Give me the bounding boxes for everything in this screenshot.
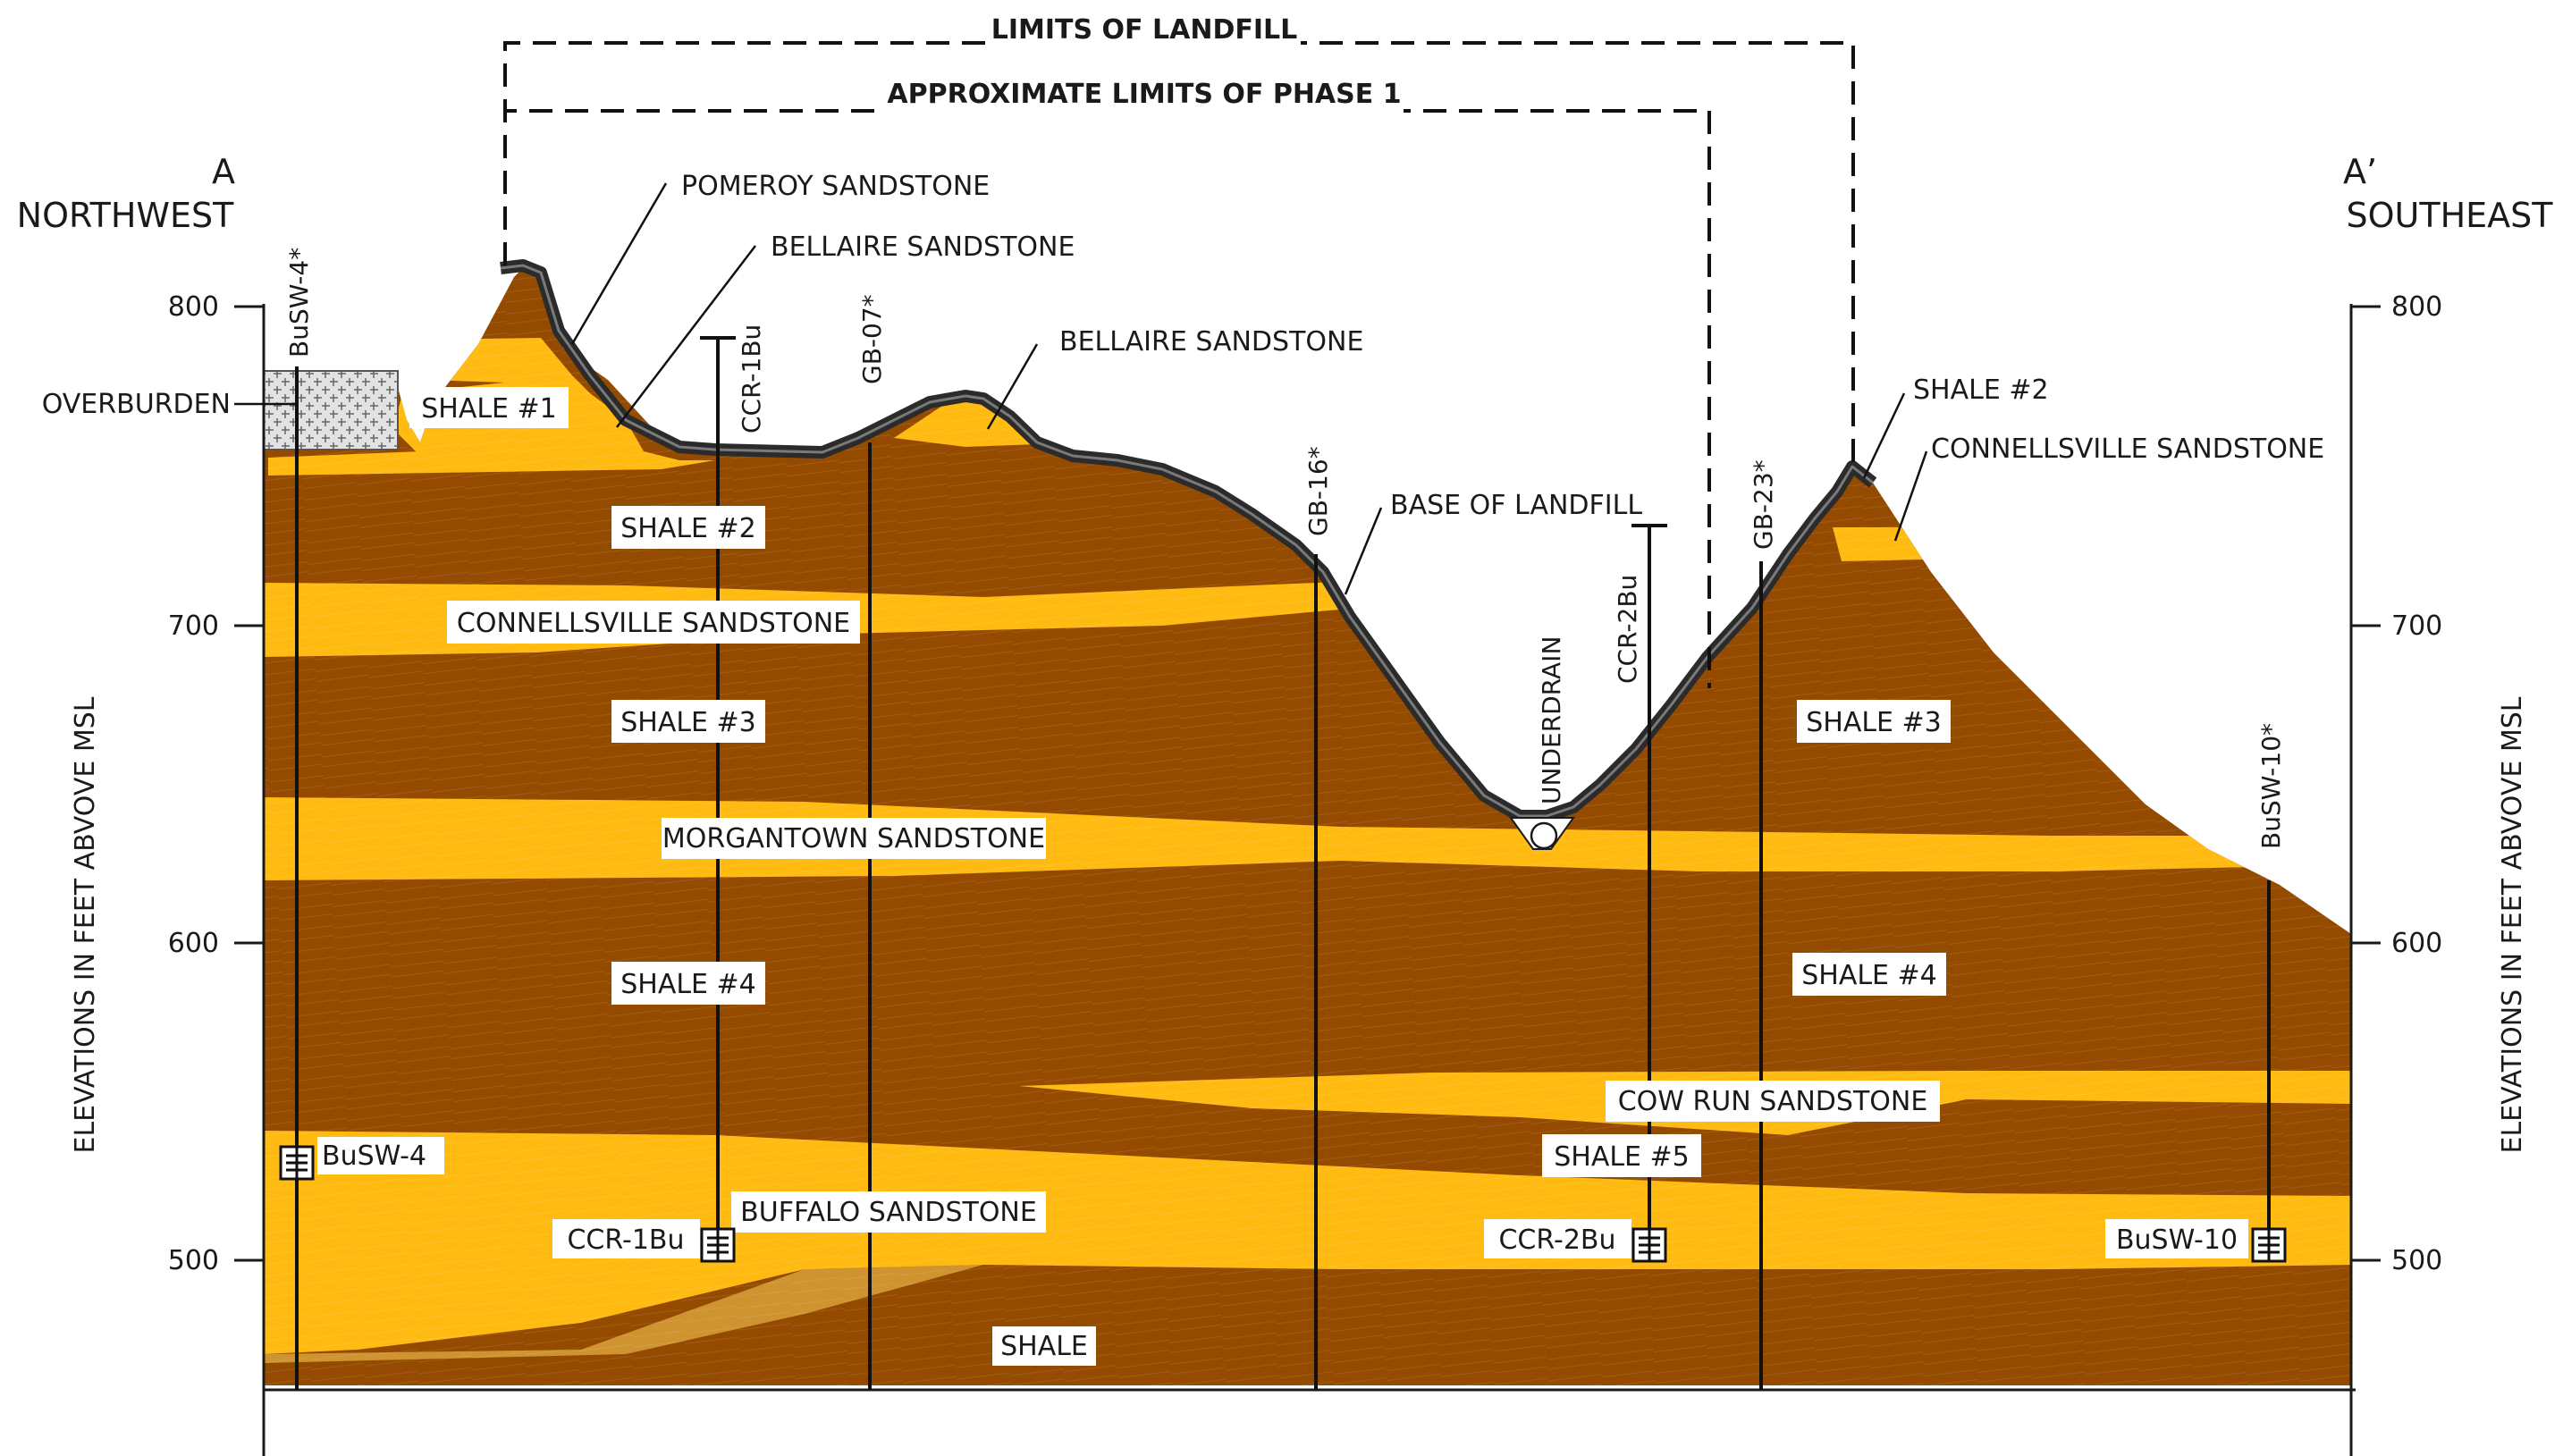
right-elevation-axis: 800 700 600 500 ELEVATIONS IN FEET ABVOV… <box>2349 291 2528 1456</box>
shale2-label-bg <box>611 506 765 549</box>
section-start-direction: NORTHWEST <box>17 196 234 235</box>
left-tick-label-800: 800 <box>168 291 219 323</box>
unit-labels: SHALE #1 SHALE #2 CONNELLSVILLE SANDSTON… <box>409 387 1951 1366</box>
shale5-label: SHALE #5 <box>1554 1141 1690 1173</box>
left-tick-label-700: 700 <box>168 610 219 642</box>
shale1-label: SHALE #1 <box>421 393 557 425</box>
callout-leaders <box>234 182 1928 595</box>
pomeroy-leader <box>570 182 668 345</box>
shale-bottom-label-bg <box>992 1326 1096 1366</box>
shale4-right-label-bg <box>1792 953 1946 996</box>
shale3-left-label-bg <box>611 700 765 743</box>
right-tick-label-700: 700 <box>2391 610 2442 642</box>
ccr2bu-well-label-bg <box>1484 1219 1631 1258</box>
underdrain-pipe-icon <box>1530 821 1558 850</box>
right-tick-label-500: 500 <box>2391 1245 2442 1276</box>
bellaire-2-leader <box>986 343 1039 430</box>
morgantown-label: MORGANTOWN SANDSTONE <box>662 823 1045 854</box>
landfill-liner-highlight <box>500 264 1874 818</box>
shale4-left-label: SHALE #4 <box>620 969 756 1000</box>
connellsville-right-leader <box>1893 450 1928 542</box>
busw10-screen-icon <box>2251 1227 2287 1263</box>
shale3-right-label-bg <box>1797 700 1951 743</box>
buffalo-label-bg <box>731 1191 1046 1233</box>
boring-gb16-label: GB-16* <box>1303 446 1333 536</box>
limits-of-landfill-label: LIMITS OF LANDFILL <box>991 14 1297 46</box>
base-of-landfill-callout: BASE OF LANDFILL <box>1390 490 1642 521</box>
busw10-well-label: BuSW-10 <box>2116 1225 2238 1256</box>
ccr1bu-well-label: CCR-1Bu <box>567 1225 684 1256</box>
boring-busw10-label: BuSW-10* <box>2256 723 2286 849</box>
underdrain-callout: UNDERDRAIN <box>1537 636 1566 804</box>
connellsville-right-callout: CONNELLSVILLE SANDSTONE <box>1931 433 2324 465</box>
cow-run-label: COW RUN SANDSTONE <box>1618 1086 1928 1117</box>
morgantown-label-bg <box>662 818 1046 859</box>
boring-busw4-label: BuSW-4* <box>284 248 314 358</box>
left-axis-title: ELEVATIONS IN FEET ABVOVE MSL <box>70 696 101 1153</box>
ccr2bu-screen-icon <box>1631 1227 1667 1263</box>
boring-ccr1bu-label: CCR-1Bu <box>737 324 766 433</box>
left-tick-label-600: 600 <box>168 928 219 959</box>
cow-run-label-bg <box>1606 1081 1940 1122</box>
left-elevation-axis: 800 700 600 500 ELEVATIONS IN FEET ABVOV… <box>70 291 266 1456</box>
bellaire-1-leader <box>616 245 756 428</box>
shale5-label-bg <box>1542 1134 1701 1177</box>
shale2-right-callout: SHALE #2 <box>1913 375 2049 406</box>
section-end-letter: A’ <box>2343 152 2377 191</box>
boring-gb23-label: GB-23* <box>1749 459 1778 550</box>
ccr2bu-well-label: CCR-2Bu <box>1498 1225 1615 1256</box>
busw4-screen-icon <box>279 1145 315 1181</box>
busw4-well-label: BuSW-4 <box>322 1140 426 1172</box>
boring-ccr2bu-label: CCR-2Bu <box>1613 575 1642 684</box>
shale4-right-label: SHALE #4 <box>1801 960 1937 991</box>
overburden-callout: OVERBURDEN <box>42 389 231 420</box>
boring-gb07-label: GB-07* <box>857 294 887 384</box>
shale2-right-leader <box>1862 392 1906 479</box>
shale3-left-label: SHALE #3 <box>620 707 756 738</box>
ccr1bu-well-label-bg <box>552 1219 700 1258</box>
section-end-direction: SOUTHEAST <box>2347 196 2554 235</box>
bellaire-1-callout: BELLAIRE SANDSTONE <box>771 231 1075 263</box>
bellaire-2-callout: BELLAIRE SANDSTONE <box>1059 326 1363 358</box>
buffalo-label: BUFFALO SANDSTONE <box>740 1197 1037 1228</box>
shale-bottom-label: SHALE <box>1000 1331 1088 1362</box>
overburden-unit <box>263 370 399 450</box>
limits-of-phase1-label: APPROXIMATE LIMITS OF PHASE 1 <box>887 79 1401 110</box>
right-tick-label-800: 800 <box>2391 291 2442 323</box>
left-tick-label-500: 500 <box>168 1245 219 1276</box>
right-axis-title: ELEVATIONS IN FEET ABVOVE MSL <box>2497 696 2528 1153</box>
well-screens: BuSW-4 CCR-1Bu CCR-2Bu BuSW-10 <box>279 1137 2287 1263</box>
base-of-landfill-leader <box>1344 507 1383 595</box>
limits-of-landfill-label-bg <box>988 11 1301 46</box>
shale2-label: SHALE #2 <box>620 513 756 544</box>
limits-of-phase1-label-bg <box>885 75 1404 113</box>
busw10-well-label-bg <box>2105 1219 2248 1258</box>
pomeroy-callout: POMEROY SANDSTONE <box>681 171 990 202</box>
connellsville-label: CONNELLSVILLE SANDSTONE <box>457 608 850 639</box>
shale1-label-bg <box>409 387 569 428</box>
shale4-left-label-bg <box>611 962 765 1005</box>
connellsville-label-bg <box>447 601 860 644</box>
section-start-letter: A <box>212 152 235 191</box>
ccr1bu-screen-icon <box>700 1227 736 1263</box>
right-tick-label-600: 600 <box>2391 928 2442 959</box>
shale3-right-label: SHALE #3 <box>1806 707 1942 738</box>
busw4-well-label-bg <box>317 1137 444 1174</box>
